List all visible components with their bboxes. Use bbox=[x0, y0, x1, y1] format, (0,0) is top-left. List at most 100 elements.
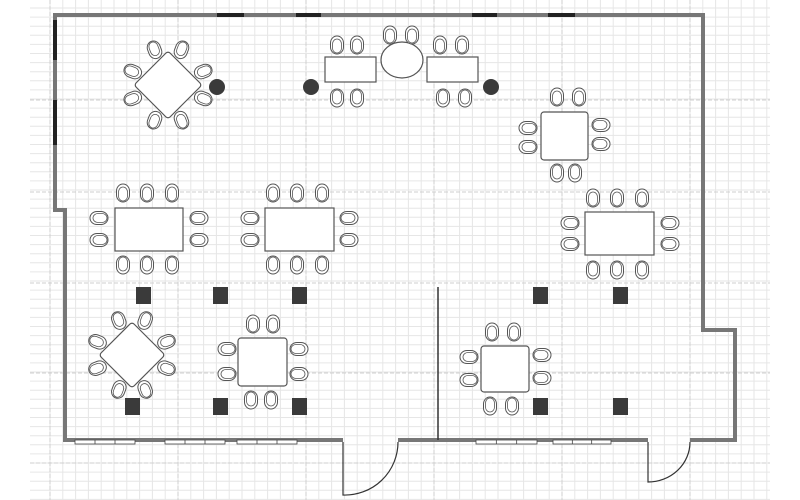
column bbox=[213, 287, 228, 304]
chair-inner bbox=[385, 28, 395, 44]
chair-inner bbox=[167, 186, 177, 202]
column bbox=[136, 287, 151, 304]
chair-inner bbox=[533, 373, 549, 383]
chair bbox=[568, 163, 582, 183]
chair bbox=[586, 260, 600, 280]
chair-inner bbox=[592, 139, 608, 149]
chair-inner bbox=[92, 213, 108, 223]
chair-inner bbox=[612, 261, 622, 277]
chair bbox=[610, 188, 624, 208]
chair-inner bbox=[176, 113, 188, 129]
chair-inner bbox=[317, 256, 327, 272]
chair-inner bbox=[462, 375, 478, 385]
chair-inner bbox=[462, 352, 478, 362]
chair bbox=[173, 40, 190, 60]
chair-inner bbox=[352, 89, 362, 105]
chair bbox=[146, 40, 163, 60]
table-diamond bbox=[99, 322, 165, 388]
column bbox=[533, 398, 548, 415]
chair bbox=[383, 25, 397, 45]
chair-inner bbox=[521, 123, 537, 133]
chair bbox=[532, 348, 552, 362]
chair bbox=[458, 88, 472, 108]
chair bbox=[165, 183, 179, 203]
chair-inner bbox=[190, 235, 206, 245]
chair bbox=[157, 334, 176, 350]
chair bbox=[116, 183, 130, 203]
chair-inner bbox=[118, 256, 128, 272]
chair bbox=[610, 260, 624, 280]
chair-inner bbox=[552, 164, 562, 180]
chair-inner bbox=[290, 344, 306, 354]
chair bbox=[483, 396, 497, 416]
column bbox=[613, 287, 628, 304]
chair-inner bbox=[340, 235, 356, 245]
chair-inner bbox=[196, 93, 212, 105]
chair-inner bbox=[661, 239, 677, 249]
window bbox=[552, 439, 612, 445]
chair bbox=[266, 183, 280, 203]
chair bbox=[289, 342, 309, 356]
chair-inner bbox=[142, 256, 152, 272]
chair bbox=[350, 35, 364, 55]
chair-inner bbox=[220, 344, 236, 354]
window bbox=[164, 439, 226, 445]
chair-inner bbox=[563, 218, 579, 228]
chair bbox=[560, 216, 580, 230]
chair bbox=[455, 35, 469, 55]
chair-inner bbox=[160, 335, 175, 348]
table bbox=[584, 211, 655, 256]
table bbox=[237, 337, 288, 387]
chair bbox=[560, 237, 580, 251]
chair-inner bbox=[124, 93, 140, 105]
column bbox=[292, 287, 307, 304]
chair bbox=[635, 188, 649, 208]
chair-inner bbox=[340, 213, 356, 223]
chair-inner bbox=[176, 41, 188, 57]
column bbox=[125, 398, 140, 415]
chair bbox=[550, 87, 564, 107]
chair bbox=[173, 110, 190, 130]
chair-inner bbox=[352, 38, 362, 54]
chair bbox=[660, 237, 680, 251]
table bbox=[264, 207, 335, 252]
chair bbox=[266, 255, 280, 275]
chair-inner bbox=[588, 261, 598, 277]
chair-inner bbox=[196, 65, 212, 77]
chair-inner bbox=[112, 312, 125, 327]
chair-inner bbox=[124, 65, 140, 77]
chair bbox=[660, 216, 680, 230]
chair-inner bbox=[570, 164, 580, 180]
chair-inner bbox=[460, 89, 470, 105]
pillar bbox=[303, 79, 319, 95]
chair bbox=[89, 211, 109, 225]
chair-inner bbox=[139, 312, 152, 327]
chair-inner bbox=[332, 89, 342, 105]
chair-inner bbox=[487, 325, 497, 341]
chair-inner bbox=[148, 113, 160, 129]
chair-inner bbox=[148, 41, 160, 57]
chair bbox=[89, 233, 109, 247]
chair bbox=[591, 118, 611, 132]
chair-inner bbox=[661, 218, 677, 228]
chair bbox=[532, 371, 552, 385]
chair bbox=[507, 322, 521, 342]
chair bbox=[111, 311, 127, 330]
chair bbox=[518, 140, 538, 154]
chair-inner bbox=[485, 397, 495, 413]
chair bbox=[266, 314, 280, 334]
chair-inner bbox=[112, 383, 125, 398]
chair-inner bbox=[246, 391, 256, 407]
chair-inner bbox=[521, 142, 537, 152]
chair bbox=[550, 163, 564, 183]
chair bbox=[165, 255, 179, 275]
column bbox=[213, 398, 228, 415]
chair bbox=[264, 390, 278, 410]
chair bbox=[111, 380, 127, 399]
chair bbox=[137, 380, 153, 399]
column bbox=[533, 287, 548, 304]
table bbox=[426, 56, 479, 83]
chair-inner bbox=[92, 235, 108, 245]
chair-inner bbox=[533, 350, 549, 360]
column bbox=[292, 398, 307, 415]
